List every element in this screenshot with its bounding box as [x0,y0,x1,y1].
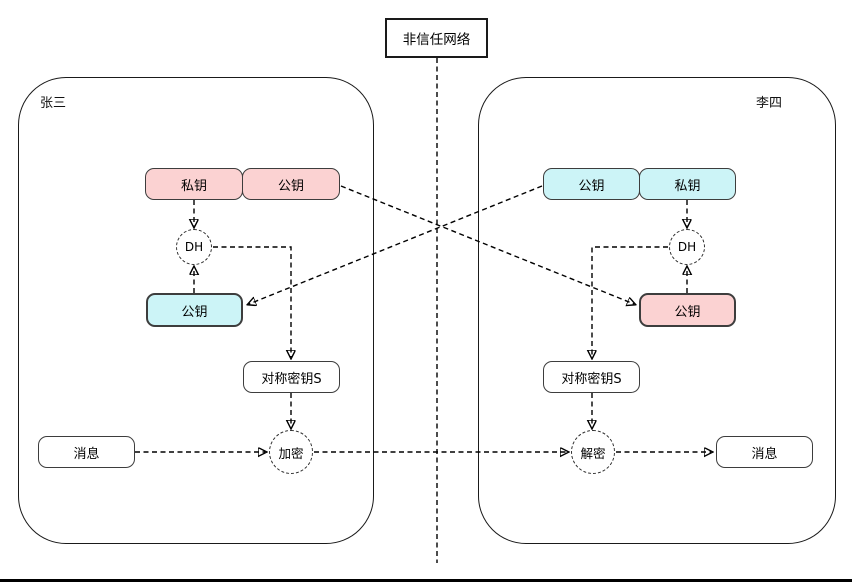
party-container-zhangsan [18,77,374,544]
left-symmetric-key-box: 对称密钥S [243,361,340,393]
untrusted-network-label: 非信任网络 [402,32,471,48]
party-label-zhangsan: 张三 [40,96,67,111]
left-dh-circle: DH [176,229,212,265]
left-public-key-box: 公钥 [242,168,340,200]
decrypt-circle: 解密 [571,430,615,474]
right-received-public-key-box: 公钥 [639,293,736,327]
party-container-lisi [478,77,836,544]
right-public-key-box: 公钥 [543,168,640,200]
right-symmetric-key-box: 对称密钥S [543,361,640,393]
arrow-left-public-to-right [340,185,634,304]
left-received-public-key-box: 公钥 [146,293,243,327]
left-message-box: 消息 [38,436,135,468]
arrow-left-dh-to-symkey [213,246,291,357]
encrypt-circle: 加密 [269,430,313,474]
party-label-lisi: 李四 [756,96,783,111]
left-private-key-box: 私钥 [145,168,243,200]
right-private-key-box: 私钥 [639,168,736,200]
right-dh-circle: DH [669,229,705,265]
bottom-edge-bar [0,579,852,582]
untrusted-network-box: 非信任网络 [385,18,488,58]
right-message-box: 消息 [716,436,813,468]
arrow-right-dh-to-symkey [592,246,668,357]
arrow-right-public-to-left [249,185,543,304]
